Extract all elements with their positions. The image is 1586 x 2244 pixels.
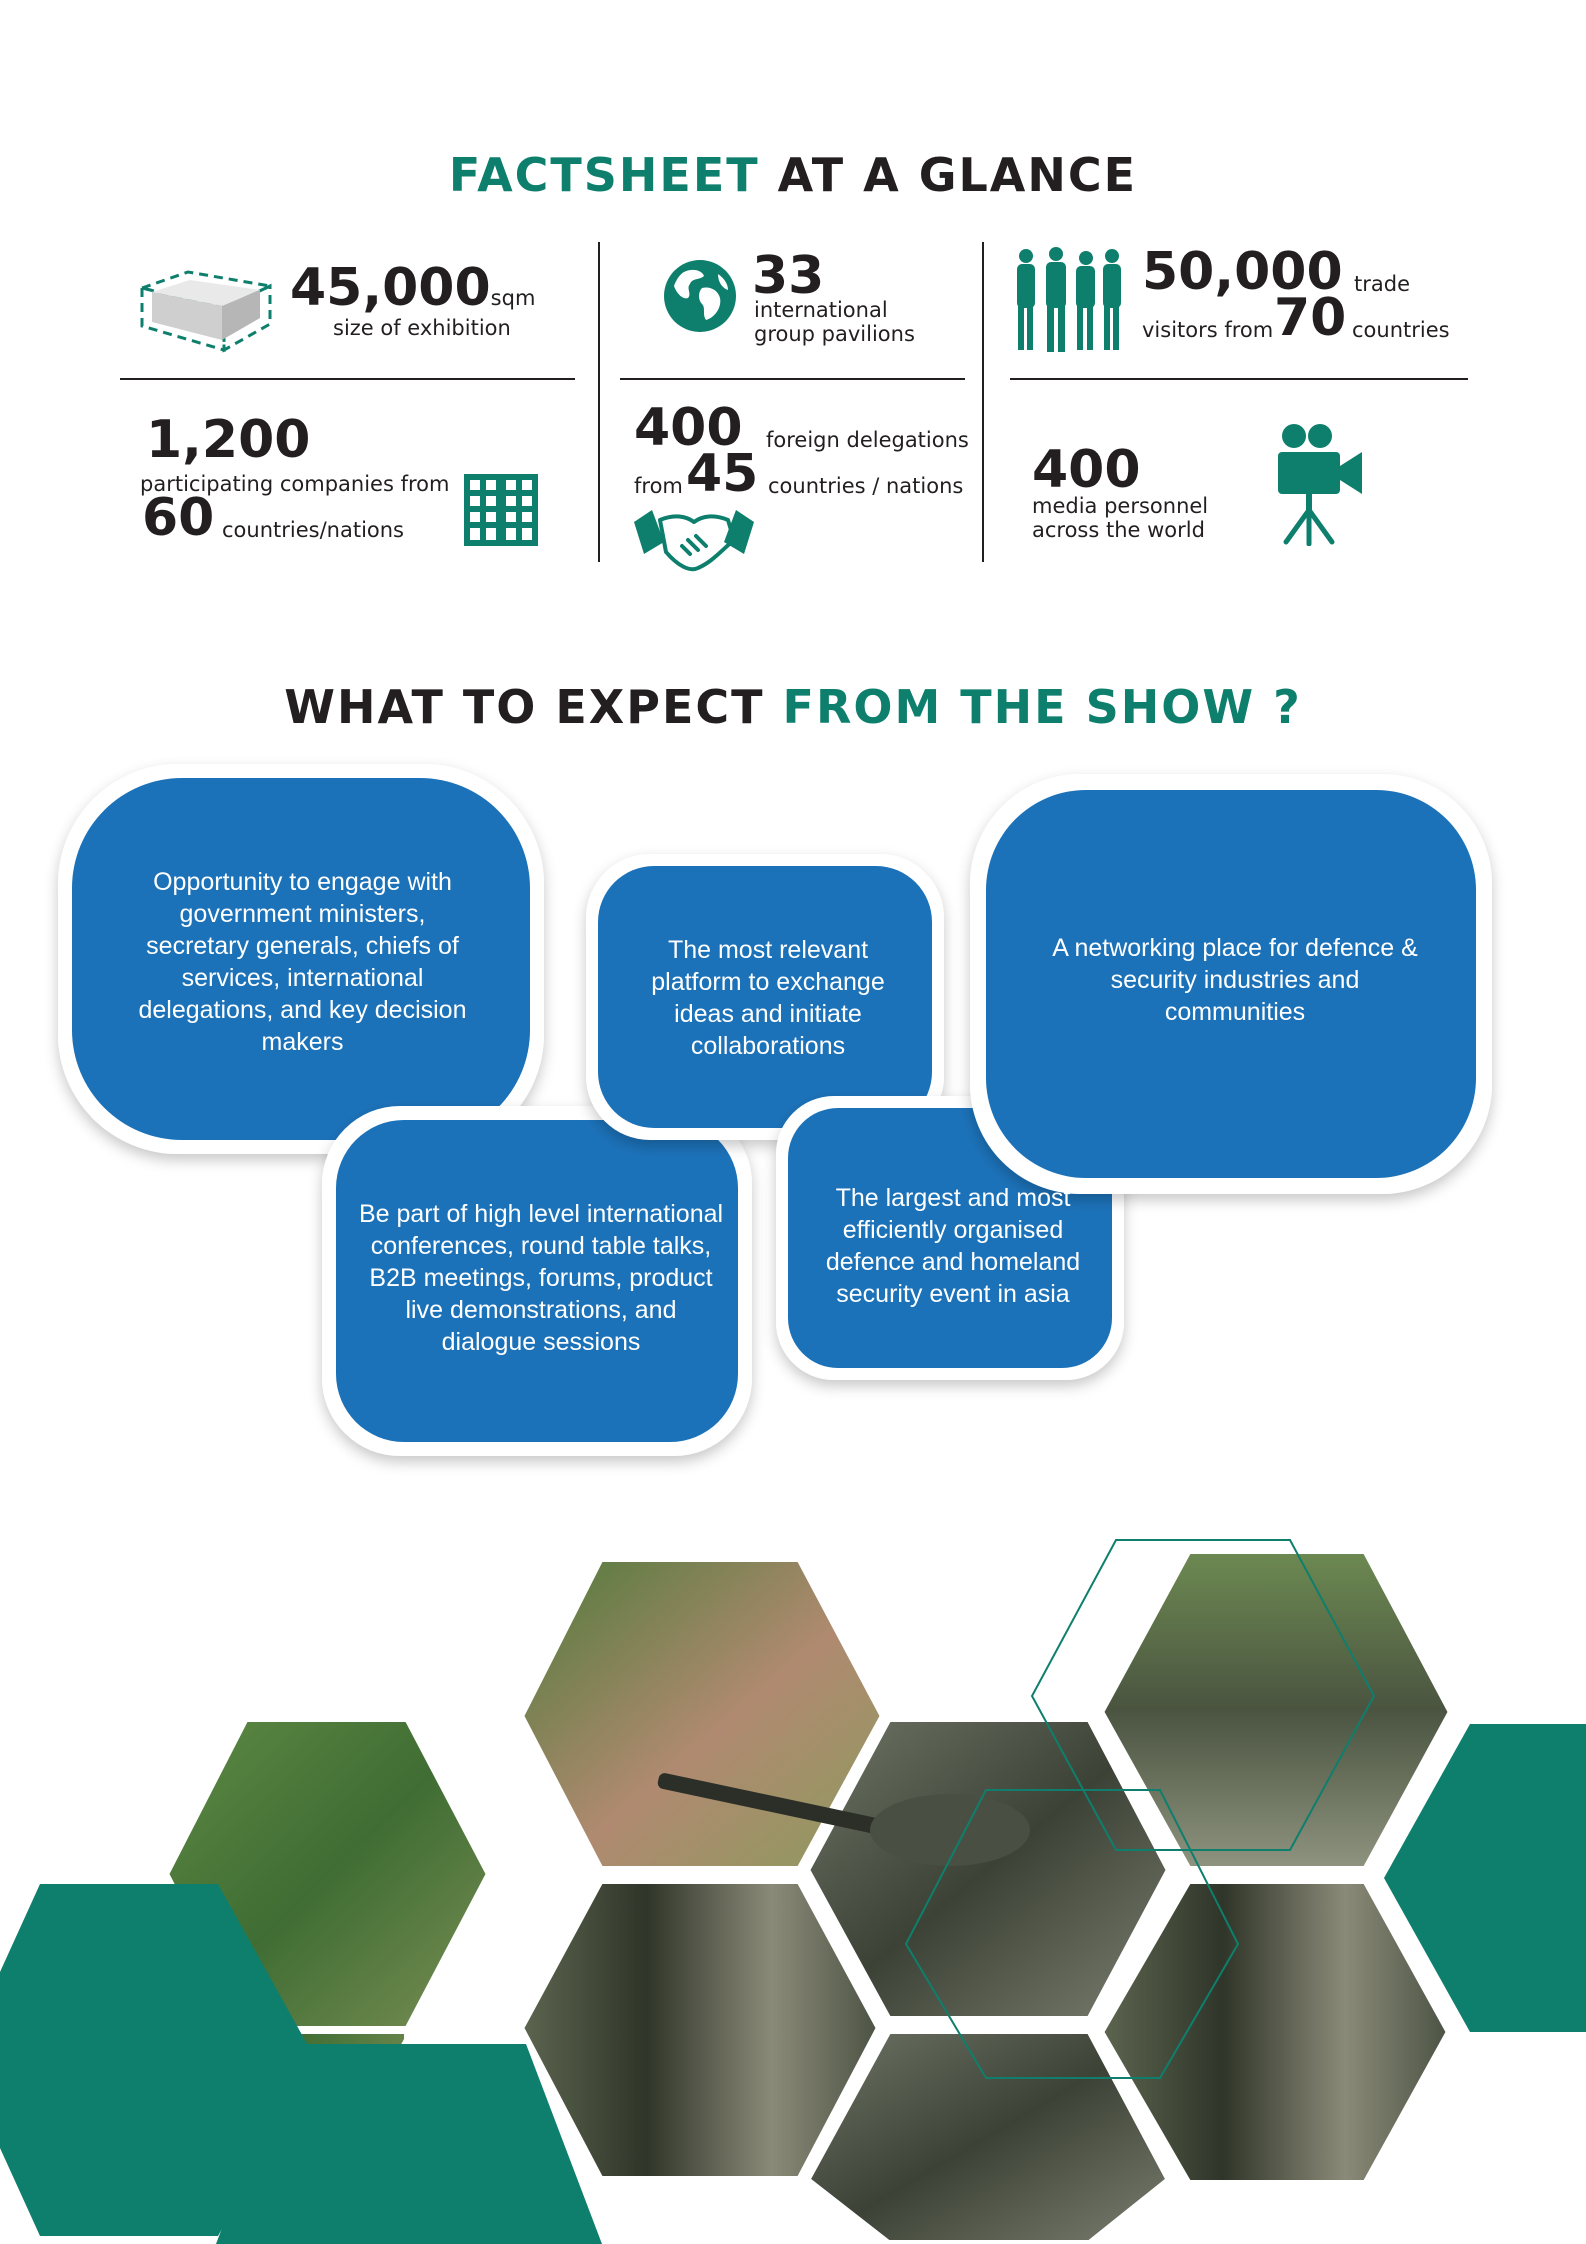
- handshake-icon: [634, 510, 754, 572]
- exhibition-unit: sqm: [490, 286, 536, 310]
- green-hex-right: [1384, 1724, 1586, 2032]
- stat-pavilions: 33 international group pavilions: [662, 250, 962, 360]
- green-hex-left: [0, 1884, 316, 2236]
- pavilions-label-line2: group pavilions: [754, 322, 915, 346]
- bubble-5-text: The largest and most efficiently organis…: [825, 1184, 1081, 1308]
- divider-right: [1010, 378, 1468, 380]
- visitors-countries-label: countries: [1352, 318, 1450, 342]
- companies-value: 1,200: [146, 410, 311, 470]
- exhibition-value: 45,000: [290, 258, 491, 318]
- pavilions-value: 33: [752, 246, 825, 306]
- stat-delegations: 400 foreign delegations from 45 countrie…: [632, 400, 972, 580]
- photo-hex-hillside: [515, 1554, 889, 1874]
- visitors-label-from: visitors from: [1142, 318, 1274, 342]
- companies-countries-label: countries/nations: [222, 518, 404, 542]
- outline-hex-top: [1030, 1539, 1376, 1851]
- photo-hex-soldiers: [1095, 1546, 1457, 1874]
- bubble-1: [58, 764, 544, 1200]
- visitors-label-trade: trade: [1354, 272, 1410, 296]
- video-camera-icon: [1278, 424, 1362, 546]
- factsheet-heading-rest: AT A GLANCE: [777, 148, 1138, 202]
- floor-area-icon: [138, 270, 273, 353]
- media-label-line2: across the world: [1032, 518, 1205, 542]
- stat-visitors: 50,000 trade visitors from 70 countries: [1012, 242, 1472, 352]
- stat-exhibition: 45,000sqm size of exhibition: [138, 258, 578, 358]
- bubble-1-text: Opportunity to engage with government mi…: [138, 868, 467, 1056]
- bubble-2-text: The most relevant platform to exchange i…: [651, 936, 885, 1060]
- factsheet-heading-accent: FACTSHEET: [448, 148, 760, 202]
- bubble-3-text: A networking place for defence & securit…: [1052, 934, 1418, 1026]
- bubble-3: [970, 774, 1492, 1194]
- photo-hex-tank-body-right: [1095, 1876, 1455, 2188]
- visitors-value: 50,000: [1142, 242, 1343, 302]
- globe-icon: [664, 260, 736, 332]
- divider-left: [120, 378, 575, 380]
- delegations-from: from: [634, 474, 683, 498]
- building-icon: [464, 474, 538, 546]
- visitors-countries-value: 70: [1274, 288, 1347, 348]
- bubble-4-text: Be part of high level international conf…: [358, 1200, 724, 1356]
- delegations-countries-value: 45: [686, 444, 759, 504]
- delegations-label: foreign delegations: [766, 428, 969, 452]
- media-label-line1: media personnel: [1032, 494, 1209, 518]
- hexagon-photo-collage: [0, 1539, 1586, 2244]
- pavilions-label-line1: international: [754, 298, 888, 322]
- column-divider-1: [598, 242, 600, 562]
- people-icon: [1017, 247, 1121, 352]
- bubble-2: [586, 854, 944, 1166]
- speech-bubbles: [58, 764, 1492, 1456]
- expect-heading-accent: FROM THE SHOW ?: [782, 680, 1302, 734]
- outline-hex-mid: [904, 1789, 1240, 2079]
- divider-middle: [620, 378, 965, 380]
- photo-hex-tank-body-left: [515, 1876, 885, 2184]
- delegations-countries-label: countries / nations: [768, 474, 964, 498]
- column-divider-2: [982, 242, 984, 562]
- companies-countries-value: 60: [142, 488, 215, 548]
- expect-heading: WHAT TO EXPECT FROM THE SHOW ?: [0, 680, 1586, 734]
- photo-hex-tank-front: [800, 2026, 1176, 2244]
- expect-heading-dark: WHAT TO EXPECT: [284, 680, 765, 734]
- tank-barrel-illustration: [657, 1773, 1030, 1866]
- stat-companies: 1,200 participating companies from 60 co…: [140, 408, 580, 558]
- companies-label: participating companies from: [140, 472, 450, 496]
- stat-media: 400 media personnel across the world: [1030, 410, 1470, 560]
- media-value: 400: [1032, 440, 1141, 500]
- factsheet-heading: FACTSHEET AT A GLANCE: [0, 148, 1586, 202]
- delegations-value: 400: [634, 398, 743, 458]
- green-hex-bottom: [216, 2044, 602, 2244]
- exhibition-label: size of exhibition: [333, 316, 511, 340]
- photo-hex-tank-turret: [801, 1714, 1175, 2024]
